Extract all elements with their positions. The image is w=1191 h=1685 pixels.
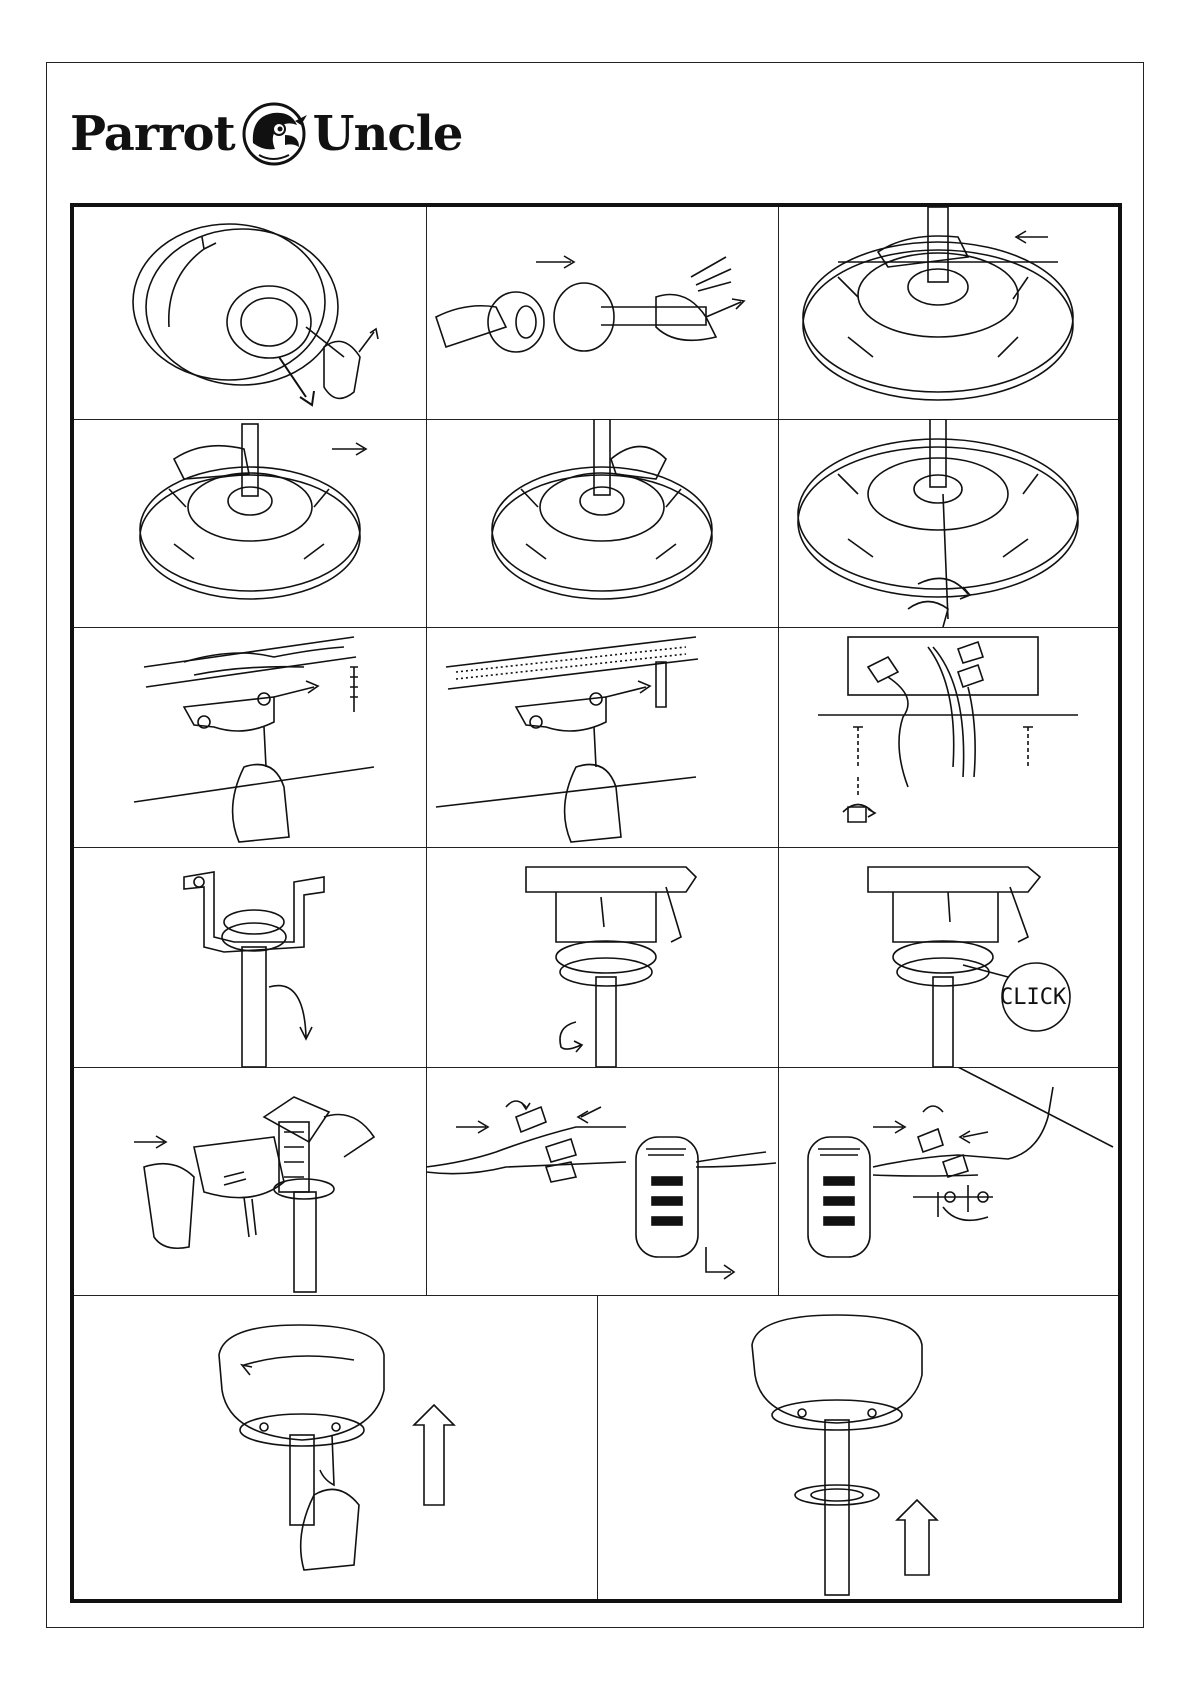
step-8-illustration (426, 627, 778, 847)
step-6-illustration (778, 419, 1118, 627)
step-10-illustration (74, 847, 426, 1067)
step-9-illustration (778, 627, 1118, 847)
brand-word-right: Uncle (313, 110, 463, 158)
parrot-head-icon (239, 99, 309, 169)
instruction-diagram-frame: CLICK (70, 203, 1122, 1603)
step-5-illustration (426, 419, 778, 627)
step-4-illustration (74, 419, 426, 627)
step-15-illustration (778, 1067, 1118, 1295)
step-11-illustration (426, 847, 778, 1067)
step-14-illustration (426, 1067, 778, 1295)
step-7-illustration (74, 627, 426, 847)
step-1-illustration (74, 207, 426, 419)
step-17-illustration (597, 1295, 1118, 1599)
step-13-illustration (74, 1067, 426, 1295)
step-2-illustration (426, 207, 778, 419)
step-3-illustration (778, 207, 1118, 419)
click-callout-label: CLICK (1000, 985, 1066, 1010)
step-12-illustration: CLICK (778, 847, 1118, 1067)
step-16-illustration (74, 1295, 597, 1599)
brand-logo: Parrot Uncle (70, 100, 462, 168)
brand-word-left: Parrot (70, 110, 235, 158)
